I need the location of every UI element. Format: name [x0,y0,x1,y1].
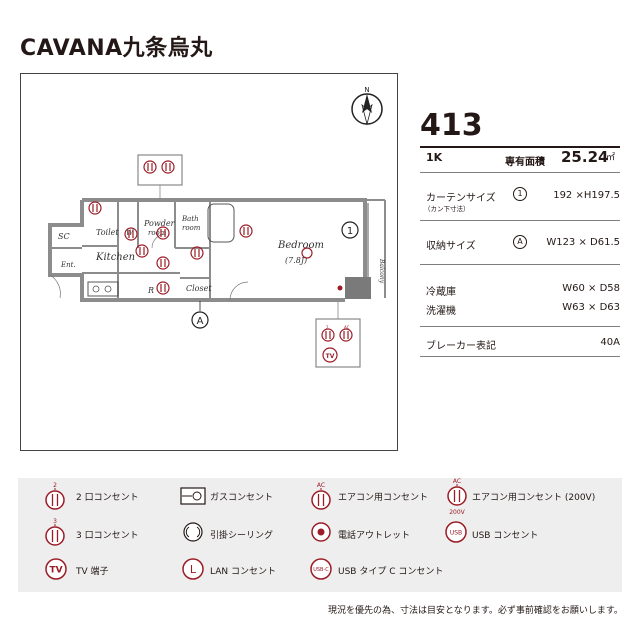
legend-phone: 電話アウトレット [338,531,411,541]
spec-divider [420,264,620,265]
legend-ceiling: 引掛シーリング [210,531,274,541]
outlet-2-icon: 2 [45,482,65,510]
outlet-icon [156,226,170,240]
storage-marker-badge: A [513,235,527,249]
fridge-label: 冷蔵庫 [426,287,456,298]
spec-divider [420,172,620,173]
svg-text:L: L [190,563,197,576]
breaker-label: ブレーカー表記 [426,341,496,352]
ac-outlet-200v-icon: AC 200V [447,478,467,516]
outlet-icon [156,256,170,270]
spec-divider [420,220,620,221]
spec-divider [420,356,620,357]
room-powder-1: Powder [143,219,176,228]
room-wash: W [126,229,134,237]
fridge-value: W60 × D58 [562,283,620,294]
room-bath-2: room [182,224,201,232]
svg-text:2: 2 [326,325,329,330]
washer-value: W63 × D63 [562,302,620,313]
room-number: 413 [420,108,483,143]
outlet-icon [135,244,149,258]
ceiling-socket-icon [183,522,203,542]
floor-plan: N SC Ent. Toilet W Powder room Bath room… [48,86,386,368]
room-bedroom-size: (7.8J) [285,256,307,265]
svg-text:A: A [197,316,204,327]
svg-text:AC: AC [317,482,325,489]
disclaimer-note: 現況を優先の為、寸法は目安となります。必ず事前確認をお願いします。 [328,606,623,616]
svg-text:3: 3 [53,518,57,525]
svg-text:TV: TV [49,566,62,576]
property-title: CAVANA九条烏丸 [20,36,213,61]
ac-outlet-icon [339,328,353,342]
outlet-icon [321,328,335,342]
tv-outlet-icon [322,347,338,363]
room-bedroom: Bedroom [277,240,324,251]
curtain-note: （カン下寸法） [424,205,470,213]
outlet-icon [88,201,102,215]
room-ent: Ent. [60,261,76,269]
room-refrigerator: R [147,286,154,295]
phone-outlet-icon [311,522,331,542]
outlet-3-icon: 3 [45,518,65,546]
compass-north-label: N [364,86,369,94]
area-value: 25.24 [561,148,609,166]
outlet-icon [156,281,170,295]
svg-text:USB-C: USB-C [313,567,329,573]
spec-divider [420,326,620,327]
spec-divider [420,146,620,148]
svg-text:USB: USB [450,530,462,537]
area-unit: ㎡ [606,153,616,163]
storage-marker: A [191,301,209,329]
room-sc: SC [58,232,70,241]
plan-outlets [88,154,361,368]
floor-plan-frame [20,73,398,451]
storage-value: W123 × D61.5 [546,237,620,248]
legend-tv: TV 端子 [76,567,109,577]
layout-type: 1K [426,151,443,164]
room-toilet: Toilet [96,228,119,237]
lan-outlet-icon: L [182,558,204,580]
curtain-marker-badge: 1 [513,187,527,201]
area-label: 専有面積 [505,157,545,168]
curtain-value: 192 ×H197.5 [553,190,620,201]
svg-text:AC: AC [453,478,461,485]
washer-label: 洗濯機 [426,306,456,317]
usbc-outlet-icon: USB-C [310,558,332,580]
gas-outlet-icon [180,487,206,505]
legend-gas: ガスコンセント [210,493,274,503]
curtain-label: カーテンサイズ [426,193,496,204]
storage-label: 収納サイズ [426,241,476,252]
ac-outlet-icon: AC [311,482,331,510]
svg-text:2: 2 [53,482,57,489]
ceiling-icon [301,247,313,259]
breaker-value: 40A [600,337,620,348]
tv-outlet-icon: TV [45,558,67,580]
svg-text:1: 1 [347,226,353,237]
room-closet: Closet [186,284,212,293]
outlet-icon [143,160,157,174]
outlet-icon [124,227,138,241]
svg-text:AC: AC [344,325,350,330]
curtain-marker: 1 [341,221,359,239]
legend-outlet-2: 2 口コンセント [76,493,139,503]
svg-text:200V: 200V [449,509,465,516]
legend-usb: USB コンセント [472,531,539,541]
outlet-icon [239,224,253,238]
legend-usbc: USB タイプ C コンセント [338,567,444,577]
legend-ac-outlet-200v: エアコン用コンセント (200V) [472,493,596,503]
room-balcony: Balcony [378,258,385,284]
outlet-icon [161,160,175,174]
legend-outlet-3: 3 口コンセント [76,531,139,541]
legend-lan: LAN コンセント [210,567,276,577]
usb-outlet-icon: USB [445,521,467,543]
compass-icon: N [351,86,383,126]
room-bath-1: Bath [181,215,199,223]
svg-text:TV: TV [326,353,335,360]
legend-ac-outlet: エアコン用コンセント [338,493,429,503]
room-kitchen: Kitchen [95,252,135,263]
outlet-icon [190,246,204,260]
